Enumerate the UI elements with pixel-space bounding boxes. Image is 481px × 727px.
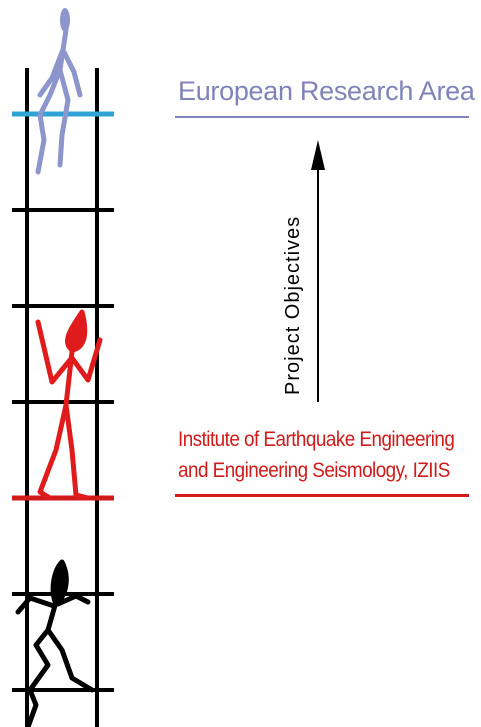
objectives-label: Project Objectives [282,215,304,395]
objectives-arrow [311,140,325,402]
institute-underline [175,494,469,497]
ladder [12,68,114,727]
institute-line-2: and Engineering Seismology, IZIIS [178,459,450,482]
institute-name: Institute of Earthquake Engineering and … [178,424,455,486]
era-title: European Research Area [178,76,475,106]
climber-figure-bottom [15,559,95,727]
era-underline [175,116,469,118]
climber-figure-middle [35,309,103,501]
institute-line-1: Institute of Earthquake Engineering [178,428,455,451]
climber-figure-top [35,8,83,175]
